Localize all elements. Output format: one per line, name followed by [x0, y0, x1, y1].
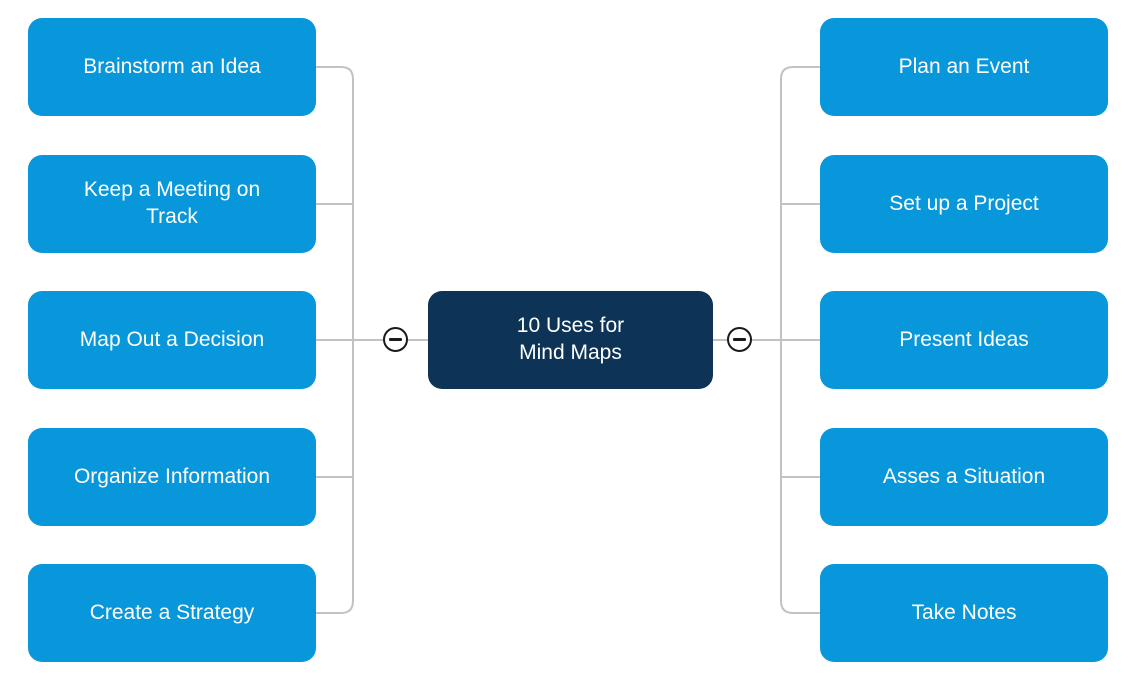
node-center-topic[interactable]: 10 Uses for Mind Maps [428, 291, 713, 389]
node-map-out-a-decision[interactable]: Map Out a Decision [28, 291, 316, 389]
node-create-a-strategy[interactable]: Create a Strategy [28, 564, 316, 662]
node-organize-information[interactable]: Organize Information [28, 428, 316, 526]
left-trunk-connector [316, 66, 354, 614]
collapse-right-branch-button[interactable] [727, 327, 752, 352]
node-asses-a-situation[interactable]: Asses a Situation [820, 428, 1108, 526]
right-trunk-connector [780, 66, 820, 614]
node-present-ideas[interactable]: Present Ideas [820, 291, 1108, 389]
node-take-notes[interactable]: Take Notes [820, 564, 1108, 662]
node-brainstorm-an-idea[interactable]: Brainstorm an Idea [28, 18, 316, 116]
minus-icon [733, 338, 746, 341]
node-set-up-a-project[interactable]: Set up a Project [820, 155, 1108, 253]
node-plan-an-event[interactable]: Plan an Event [820, 18, 1108, 116]
node-keep-a-meeting-on-track[interactable]: Keep a Meeting on Track [28, 155, 316, 253]
minus-icon [389, 338, 402, 341]
collapse-left-branch-button[interactable] [383, 327, 408, 352]
